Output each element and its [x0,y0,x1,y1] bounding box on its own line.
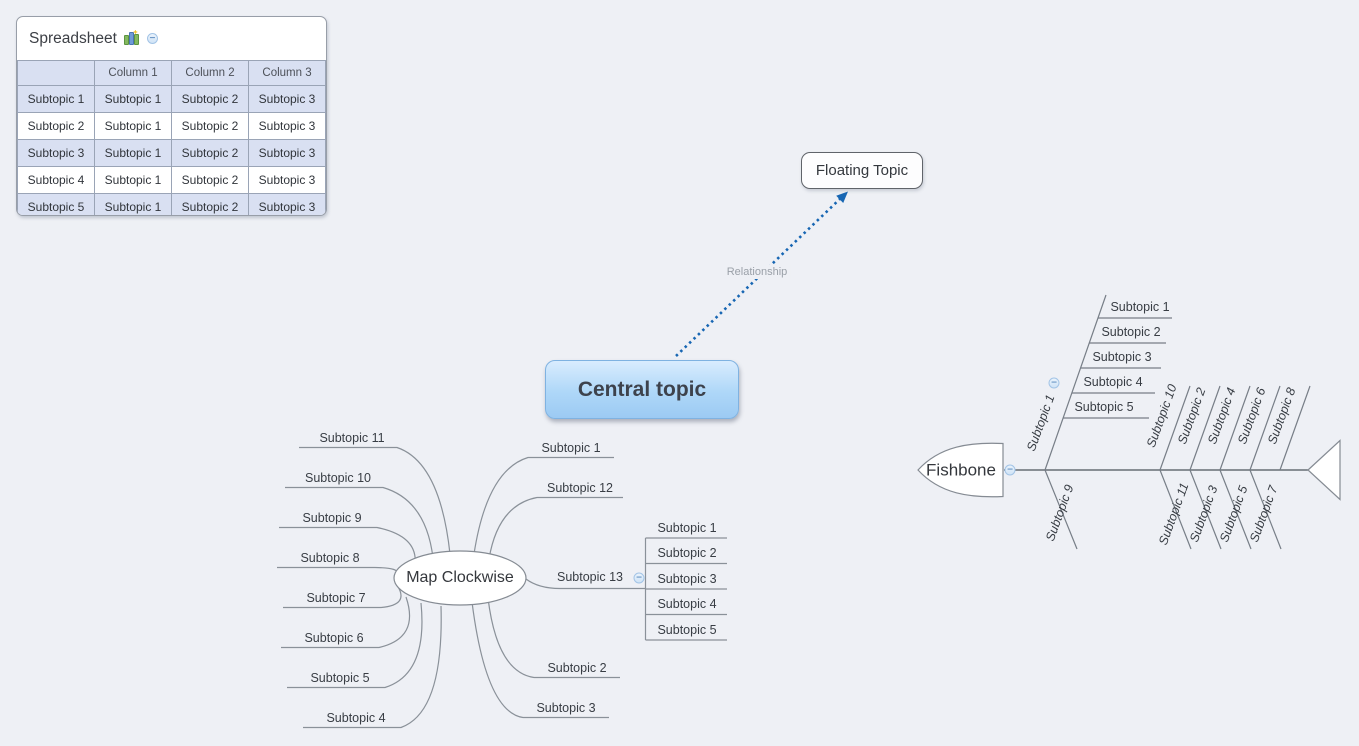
map-subtopic[interactable]: Subtopic 5 [310,670,370,685]
map-center-shape[interactable] [393,550,527,606]
fishbone-top-bone [1159,385,1191,471]
fishbone-top-main-bone [1044,294,1107,471]
map-subtopic[interactable]: Subtopic 1 [541,440,601,455]
fishbone-head-topic[interactable]: Fishbone [926,460,996,480]
central-topic[interactable]: Central topic [545,360,739,419]
table-row: Subtopic 3 Subtopic 1 Subtopic 2 Subtopi… [17,139,326,167]
table-cell[interactable]: Subtopic 3 [248,166,326,194]
map-subtopic[interactable]: Subtopic 12 [546,480,614,495]
map-center-topic[interactable]: Map Clockwise [406,569,514,586]
fishbone-bottom-bone [1044,469,1078,550]
table-cell[interactable]: Subtopic 2 [171,85,249,113]
row-label-cell[interactable]: Subtopic 1 [17,85,95,113]
map-subtopic-child[interactable]: Subtopic 2 [657,545,717,560]
map-subtopic[interactable]: Subtopic 6 [304,630,364,645]
map-subtopic[interactable]: Subtopic 8 [300,550,360,565]
table-cell[interactable]: Subtopic 2 [171,112,249,140]
table-row: Subtopic 5 Subtopic 1 Subtopic 2 Subtopi… [17,193,326,215]
relationship-line[interactable] [675,195,844,357]
branch-line [471,601,609,719]
fishbone-child-label[interactable]: Subtopic 2 [1101,324,1161,339]
floating-topic[interactable]: Floating Topic [801,152,923,189]
branch-line [299,446,451,555]
table-row: Subtopic 1 Subtopic 1 Subtopic 2 Subtopi… [17,85,326,113]
branch-line [525,578,646,590]
map-subtopic-13[interactable]: Subtopic 13 [556,569,624,584]
fishbone-bottom-bone [1249,469,1282,550]
map-subtopic-child[interactable]: Subtopic 4 [657,596,717,611]
fishbone-bottom-bone [1219,469,1252,550]
fishbone-child-label[interactable]: Subtopic 4 [1083,374,1143,389]
map-subtopic[interactable]: Subtopic 9 [302,510,362,525]
map-subtopic-child[interactable]: Subtopic 1 [657,520,717,535]
fishbone-bottom-bone [1159,469,1192,550]
fishbone-top-bone [1189,385,1221,471]
fishbone-head-shape[interactable] [917,442,1004,498]
table-header-cell: Column 1 [94,60,172,86]
fishbone-child-label[interactable]: Subtopic 3 [1092,349,1152,364]
spreadsheet-topic[interactable]: Spreadsheet − Column 1 Column 2 Column 3… [16,16,327,216]
table-cell[interactable]: Subtopic 1 [94,139,172,167]
spreadsheet-title: Spreadsheet [29,29,117,47]
row-label-cell[interactable]: Subtopic 2 [17,112,95,140]
branch-line [277,566,397,575]
fishbone-tail-shape [1307,439,1341,501]
fishbone-child-label[interactable]: Subtopic 5 [1074,399,1134,414]
map-subtopic[interactable]: Subtopic 11 [319,430,385,445]
table-header-cell: Column 3 [248,60,326,86]
table-row: Subtopic 4 Subtopic 1 Subtopic 2 Subtopi… [17,166,326,194]
spreadsheet-title-row: Spreadsheet − [17,17,326,60]
table-cell[interactable]: Subtopic 3 [248,193,326,215]
row-label-cell[interactable]: Subtopic 3 [17,139,95,167]
relationship-label[interactable]: Relationship [723,265,791,279]
fishbone-top-bone [1249,385,1281,471]
map-subtopic-child[interactable]: Subtopic 3 [657,571,717,586]
collapse-icon[interactable]: − [1004,464,1016,476]
table-cell[interactable]: Subtopic 3 [248,112,326,140]
branch-line [488,496,623,560]
table-cell[interactable]: Subtopic 3 [248,85,326,113]
table-cell[interactable]: Subtopic 1 [94,193,172,215]
row-label-cell[interactable]: Subtopic 5 [17,193,95,215]
collapse-icon[interactable]: − [1048,377,1060,389]
collapse-icon[interactable]: − [146,33,158,44]
branch-line [287,602,423,689]
relationship-arrowhead-icon [836,191,848,203]
branch-line [281,596,411,649]
table-cell[interactable]: Subtopic 2 [171,139,249,167]
spreadsheet-table: Column 1 Column 2 Column 3 Subtopic 1 Su… [17,60,326,215]
table-cell[interactable]: Subtopic 3 [248,139,326,167]
fishbone-skeleton [1004,294,1311,550]
table-header-cell: Column 2 [171,60,249,86]
table-row: Subtopic 2 Subtopic 1 Subtopic 2 Subtopi… [17,112,326,140]
map-subtopic[interactable]: Subtopic 10 [304,470,372,485]
chart-icon [123,29,140,46]
map-subtopic[interactable]: Subtopic 4 [326,710,386,725]
map-subtopic[interactable]: Subtopic 3 [536,700,596,715]
table-cell[interactable]: Subtopic 1 [94,166,172,194]
fishbone-top-bone [1219,385,1251,471]
table-cell[interactable]: Subtopic 2 [171,166,249,194]
table-header-cell [17,60,95,86]
table-header-row: Column 1 Column 2 Column 3 [17,60,326,86]
table-cell[interactable]: Subtopic 1 [94,112,172,140]
collapse-icon[interactable]: − [633,572,645,584]
map-subtopic[interactable]: Subtopic 2 [547,660,607,675]
table-cell[interactable]: Subtopic 2 [171,193,249,215]
branch-line [285,486,434,559]
fishbone-top-bone [1279,385,1311,471]
branch-line [303,605,442,729]
fishbone-child-label[interactable]: Subtopic 1 [1110,299,1170,314]
fishbone-bottom-bone [1189,469,1222,550]
table-cell[interactable]: Subtopic 1 [94,85,172,113]
map-subtopic[interactable]: Subtopic 7 [306,590,366,605]
row-label-cell[interactable]: Subtopic 4 [17,166,95,194]
map-subtopic-child[interactable]: Subtopic 5 [657,622,717,637]
branch-line [487,597,620,679]
map-branches [277,446,727,729]
branch-line [473,456,614,555]
